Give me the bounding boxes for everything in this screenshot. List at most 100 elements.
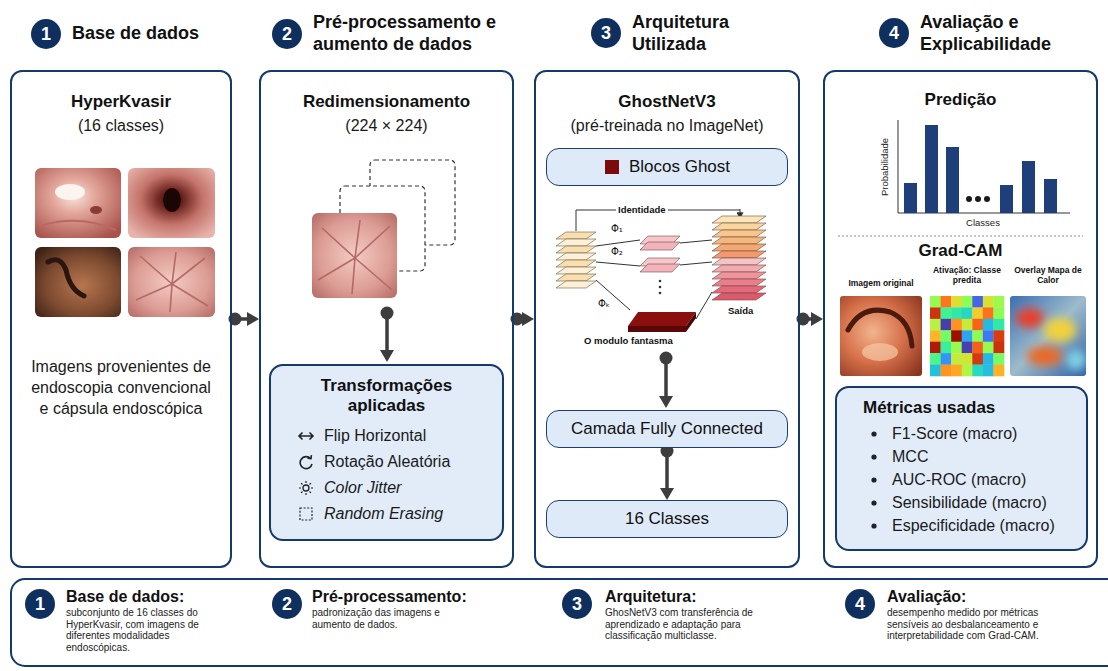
bullet-dot-part — [871, 523, 876, 528]
transform-icon-part — [299, 432, 313, 439]
ghost-module-figure-part-part — [712, 293, 766, 300]
model-name: GhostNetV3 — [534, 92, 800, 112]
axis-label: Probabilidade — [879, 138, 890, 196]
callout-number: 1 — [31, 19, 61, 49]
ghost-module-figure-part-part — [712, 265, 766, 272]
ghost-module-figure-part-part — [556, 232, 596, 239]
transform-icon-part — [301, 483, 302, 484]
ghost-module-figure-part-part — [556, 260, 596, 267]
stage-heading: Avaliação e Explicabilidade — [920, 12, 1080, 55]
box-title: Métricas usadas — [851, 398, 1072, 418]
step-title: Redimensionamento — [259, 92, 514, 112]
gradcam-images-part-part — [993, 365, 1004, 377]
bar-chart-part — [946, 147, 959, 213]
list-row: Rotação Aleatória — [285, 449, 488, 475]
callout-number: 3 — [591, 18, 621, 48]
summary-heading: Base de dados: — [66, 588, 241, 606]
bar-chart-part — [898, 120, 899, 213]
gradcam-images-part — [848, 310, 912, 346]
callout-number: 4 — [879, 18, 909, 48]
transform-icon-part — [305, 493, 306, 495]
ghost-block-box: Blocos Ghost — [546, 148, 788, 186]
gradcam-images-part-part — [962, 365, 973, 377]
stage-panel: Arquitetura UtilizadaGhostNetV3(pré-trei… — [534, 70, 800, 568]
ghost-module-figure-part — [556, 232, 596, 288]
dataset-name: HyperKvasir — [10, 92, 232, 112]
endoscopy-image-part — [128, 168, 215, 238]
gradcam-images-part-part — [993, 330, 1004, 342]
endoscopy-image-part — [128, 247, 215, 317]
bullet-dot — [865, 472, 883, 488]
figure-label: Identidade — [616, 204, 668, 215]
transform-item: Rotação Aleatória — [324, 453, 450, 471]
gradcam-images-part-part — [962, 319, 973, 331]
ghost-module-figure-part — [640, 242, 680, 250]
endoscopy-image-part — [55, 184, 85, 200]
gradcam-images-part-part — [941, 319, 952, 331]
summary-item: Avaliação:desempenho medido por métricas… — [887, 588, 1099, 642]
box-label: Camada Fully Connected — [571, 419, 763, 439]
list-row: AUC-ROC (macro) — [851, 468, 1072, 491]
list-row: Especificidade (macro) — [851, 514, 1072, 537]
ghost-module-figure-part — [596, 280, 630, 310]
ghost-module-figure-part — [686, 312, 696, 332]
endoscopy-image-part — [163, 188, 181, 212]
transform-item: Color Jitter — [324, 479, 401, 497]
summary-band — [11, 579, 1108, 666]
bar-chart-part — [838, 236, 1083, 237]
endoscopy-image — [128, 247, 215, 317]
summary-heading: Arquitetura: — [605, 588, 785, 606]
callout-number: 4 — [845, 589, 875, 619]
gradcam-images-part-part — [962, 296, 973, 308]
image-caption: Imagem original — [838, 279, 924, 289]
transform-icon-part — [299, 487, 301, 488]
gradcam-images-part-part — [972, 365, 983, 377]
callout-number: 2 — [272, 19, 302, 49]
gradcam-images-part-part — [983, 330, 994, 342]
gradcam-images-part-part — [972, 353, 983, 365]
ghost-module-figure-part — [596, 262, 640, 266]
ghost-module-figure-part — [628, 326, 686, 332]
model-note: (pré-treinada no ImageNet) — [534, 117, 800, 135]
gradcam-images-part-part — [930, 365, 941, 377]
callout-number: 1 — [25, 589, 55, 619]
fc-layer-box: Camada Fully Connected — [546, 410, 788, 448]
gradcam-images-part-part — [951, 330, 962, 342]
ghost-module-figure-part — [680, 262, 712, 265]
ghost-module-figure-part — [596, 240, 640, 246]
summary-text: desempenho medido por métricas sensíveis… — [887, 607, 1057, 642]
gradcam-images-part-part — [972, 319, 983, 331]
class-count: (16 classes) — [10, 117, 232, 135]
bullet-dot-part — [871, 500, 876, 505]
gradcam-images-part-part — [941, 353, 952, 365]
ghost-module-figure-part-part — [556, 274, 596, 281]
summary-item: Pré-processamento:padronização das image… — [312, 588, 492, 630]
bullet-dot-part — [871, 431, 876, 436]
ghost-module-figure-part — [680, 240, 712, 243]
gradcam-images-part-part — [951, 296, 962, 308]
gradcam-images-part-part — [1016, 308, 1044, 328]
ghost-module-figure-part-part — [712, 272, 766, 279]
transform-icon-part — [310, 491, 311, 492]
summary-heading: Pré-processamento: — [312, 588, 492, 606]
gradcam-images-part-part — [972, 296, 983, 308]
gradcam-images-part-part — [962, 330, 973, 342]
transform-item: Random Erasing — [324, 505, 443, 523]
metric-item: MCC — [892, 448, 928, 466]
ghost-module-figure-part — [740, 210, 741, 213]
metric-item: Especificidade (macro) — [892, 517, 1055, 535]
gradcam-images-part-part — [972, 342, 983, 354]
image-caption: Overlay Mapa de Calor — [1006, 266, 1090, 286]
bar-chart-part — [984, 196, 990, 202]
transform-icon — [297, 428, 315, 444]
ghost-module-figure-part — [696, 292, 712, 319]
flow-connector — [661, 445, 674, 491]
gradcam-images-part-part — [941, 365, 952, 377]
stage-heading: Arquitetura Utilizada — [632, 12, 757, 55]
gradcam-images-part-part — [930, 319, 941, 331]
bullet-dot-part — [871, 477, 876, 482]
endoscopy-image — [35, 168, 121, 238]
gradcam-images-part-part — [983, 319, 994, 331]
gradcam-images-part — [840, 296, 922, 376]
